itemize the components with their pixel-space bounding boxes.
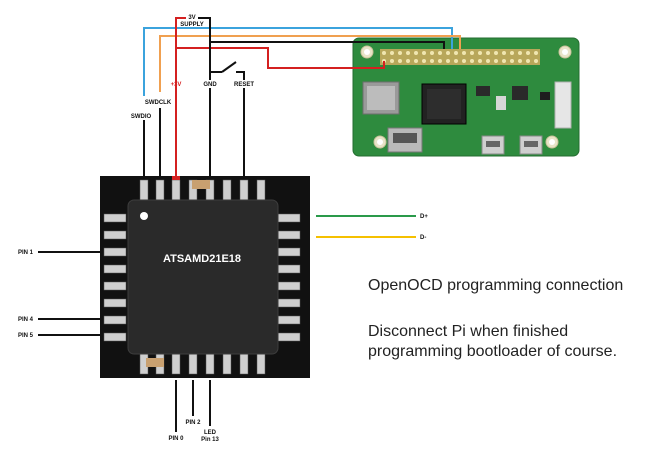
plus3v-wire-to-pi [176,47,385,69]
note-line-3: programming bootloader of course. [368,343,618,360]
pin2-label: PIN 2 [185,420,201,426]
pin5-label: PIN 5 [18,333,34,339]
note-line-2: Disconnect Pi when finished [368,323,569,340]
atsamd21e18-chip: ATSAMD21E18 [100,176,310,378]
gnd-wire [198,17,211,80]
gpio-header [380,49,540,65]
gnd-label: GND [203,82,217,88]
dplus-label: D+ [420,214,428,220]
dminus-label: D- [420,235,426,241]
pin0-label: PIN 0 [168,436,184,442]
capacitor [192,180,210,189]
note-line-1: OpenOCD programming connection [368,277,624,294]
led-label: LED [204,430,217,436]
plus3v-label: +3V [171,82,182,88]
pin1-marker-dot [140,212,148,220]
pin4-label: PIN 4 [18,317,34,323]
swdio-label: SWDIO [131,114,152,120]
raspberry-pi-zero-board [352,37,580,157]
gnd-wire-to-pi [210,41,445,49]
capacitor [146,358,164,367]
chip-name: ATSAMD21E18 [163,253,241,265]
pin1-label: PIN 1 [18,250,34,256]
swdclk-wire [159,35,461,92]
supply-label-line1: 3V [188,15,195,21]
reset-switch-lever [221,61,237,73]
wires [38,17,461,432]
swdclk-label: SWDCLK [145,100,172,106]
plus3v-wire [175,17,186,176]
supply-label-line2: SUPPLY [180,22,203,28]
reset-switch-wire [236,71,245,80]
swdio-wire [143,27,453,96]
pin13-label: Pin 13 [201,437,219,443]
reset-label: RESET [234,82,254,88]
